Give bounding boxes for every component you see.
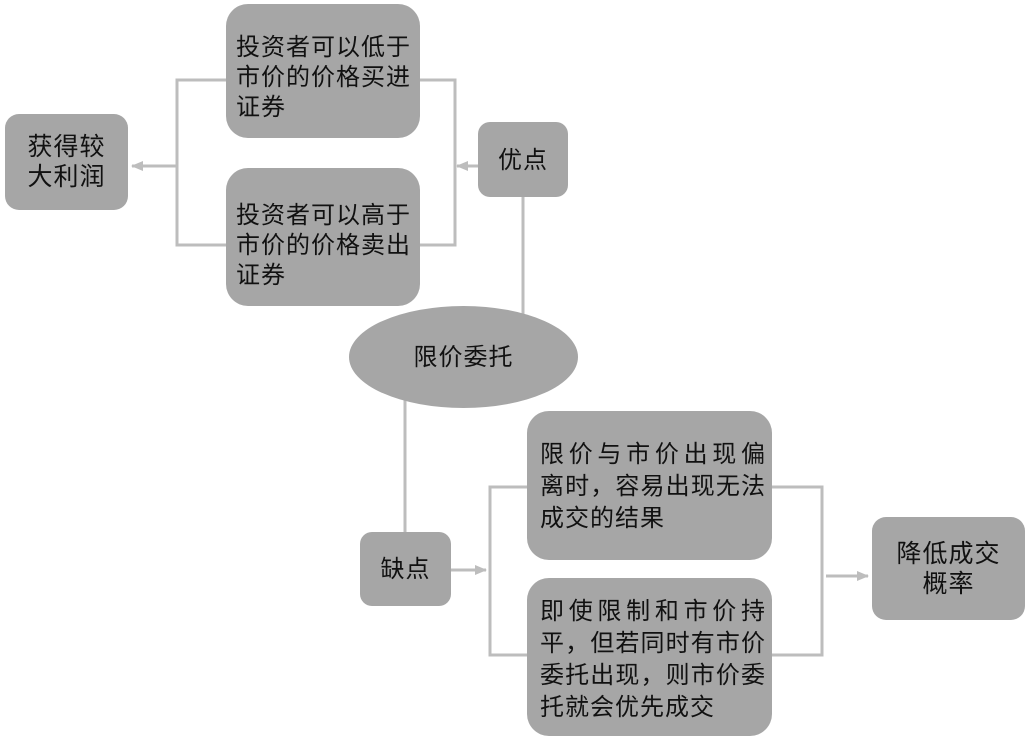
node-disadvantage: 缺点	[360, 532, 451, 606]
node-text-line: 投资者可以高于	[236, 201, 411, 229]
node-text-line: 委托出现，则市价委	[540, 661, 766, 689]
node-buy-below-market: 投资者可以低于 市价的价格买进 证券	[226, 4, 420, 138]
node-text-line: 大利润	[27, 162, 106, 191]
node-text-line: 证券	[236, 261, 286, 289]
node-larger-profit: 获得较 大利润	[5, 114, 128, 210]
node-text-line: 市价的价格卖出	[236, 231, 411, 259]
node-text-line: 离时，容易出现无法	[540, 471, 766, 500]
node-text-line: 概率	[922, 568, 975, 598]
node-advantage: 优点	[478, 122, 568, 197]
node-market-order-priority: 即使限制和市价持 平，但若同时有市价 委托出现，则市价委 托就会优先成交	[527, 578, 772, 736]
disadvantage-label: 缺点	[380, 555, 431, 583]
node-text-line: 获得较	[27, 132, 106, 161]
bracket-disadvantage-points-right	[772, 485, 824, 657]
node-text-line: 即使限制和市价持	[540, 597, 766, 625]
node-text-line: 限价与市价出现偏	[540, 439, 766, 468]
node-text-line: 降低成交	[896, 538, 1001, 568]
node-text-line: 成交的结果	[540, 503, 665, 532]
node-text-line: 市价的价格买进	[236, 63, 411, 91]
advantage-label: 优点	[498, 145, 548, 174]
node-lower-fill-rate: 降低成交 概率	[872, 517, 1025, 620]
node-sell-above-market: 投资者可以高于 市价的价格卖出 证券	[226, 168, 420, 306]
center-ellipse	[349, 306, 578, 408]
center-label: 限价委托	[413, 343, 514, 371]
node-text-line: 证券	[236, 93, 286, 121]
node-text-line: 平，但若同时有市价	[540, 629, 766, 657]
bracket-disadvantage-points-left	[488, 485, 527, 657]
node-price-deviation: 限价与市价出现偏 离时，容易出现无法 成交的结果	[527, 411, 772, 560]
bracket-advantage-points-left	[175, 78, 226, 247]
node-text-line: 托就会优先成交	[540, 693, 715, 721]
bracket-advantage-points-right	[420, 78, 457, 247]
center-label-wrap: 限价委托	[349, 306, 578, 408]
node-text-line: 投资者可以低于	[236, 33, 411, 61]
